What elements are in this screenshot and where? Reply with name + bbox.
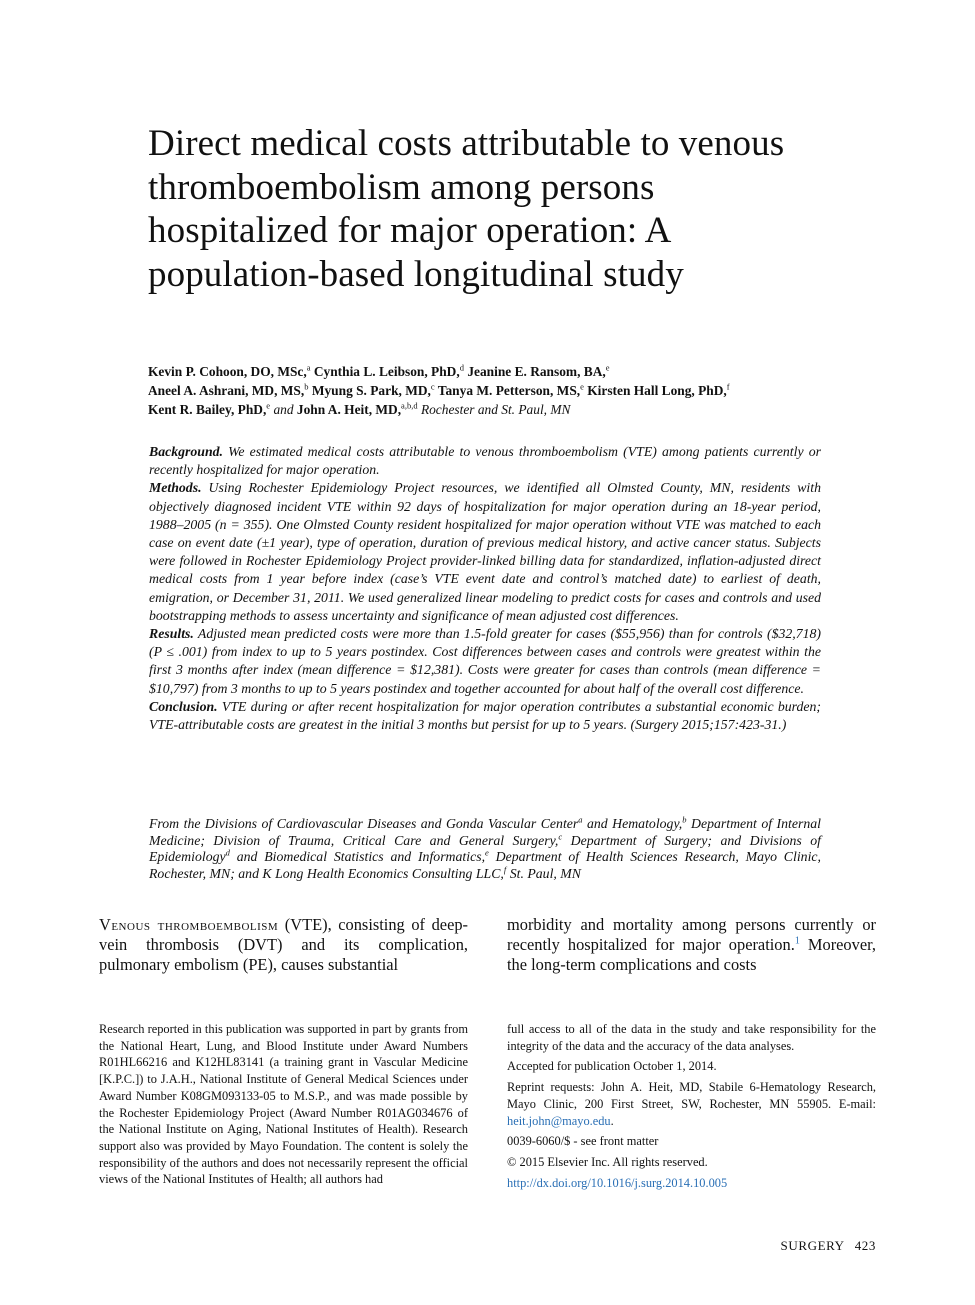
affiliation-mark: e: [485, 847, 489, 858]
author-affiliation-mark: e: [605, 362, 610, 373]
affiliation-text: and Hematology,: [582, 816, 683, 831]
author-name: John A. Heit, MD,: [296, 402, 402, 417]
abstract-methods-heading: Methods.: [149, 480, 202, 496]
funding-footnote: Research reported in this publication wa…: [99, 1022, 468, 1187]
data-access-note: full access to all of the data in the st…: [507, 1022, 876, 1053]
abstract-conclusion: Conclusion. VTE during or after recent h…: [149, 698, 821, 734]
author-conjunction: and: [273, 402, 294, 417]
body-text-left-column: Venous thromboembolism (VTE), consisting…: [99, 915, 468, 975]
abstract: Background. We estimated medical costs a…: [149, 443, 821, 734]
author-affiliation-mark: a: [306, 362, 311, 373]
abstract-results: Results. Adjusted mean predicted costs w…: [149, 625, 821, 698]
author-name: Kent R. Bailey, PhD,: [148, 402, 267, 417]
reprint-requests: Reprint requests: John A. Heit, MD, Stab…: [507, 1080, 876, 1128]
affiliations: From the Divisions of Cardiovascular Dis…: [149, 814, 821, 883]
abstract-methods-text: Using Rochester Epidemiology Project res…: [149, 480, 821, 623]
page-number: 423: [854, 1238, 876, 1253]
article-title: Direct medical costs attributable to ven…: [148, 123, 785, 295]
abstract-conclusion-heading: Conclusion.: [149, 698, 218, 714]
affiliation-text: From the Divisions of Cardiovascular Dis…: [149, 816, 579, 831]
doi-line: http://dx.doi.org/10.1016/j.surg.2014.10…: [507, 1175, 876, 1192]
affiliation-text: Department of Health Sciences Research, …: [149, 849, 821, 882]
author-affiliation-mark: e: [580, 381, 584, 392]
abstract-background-heading: Background.: [149, 444, 223, 459]
author-name: Cynthia L. Leibson, PhD,: [313, 364, 460, 379]
author-name: Myung S. Park, MD,: [311, 383, 431, 398]
author-affiliation-mark: e: [266, 400, 271, 411]
reference-link[interactable]: 1: [794, 935, 800, 947]
author-affiliation-mark: a,b,d: [401, 400, 418, 411]
abstract-results-heading: Results.: [149, 626, 194, 642]
body-paragraph: (VTE), consisting of deep-vein thrombosi…: [99, 915, 469, 974]
affiliation-text: Department of Surgery; and Divisions of …: [149, 832, 821, 865]
abstract-methods: Methods. Using Rochester Epidemiology Pr…: [149, 479, 821, 625]
body-text-right-column: morbidity and mortality among persons cu…: [507, 915, 876, 975]
journal-name: SURGERY: [780, 1238, 845, 1253]
affiliation-text: and Biomedical Statistics and Informatic…: [229, 849, 486, 865]
email-link[interactable]: heit.john@mayo.edu: [507, 1113, 611, 1128]
copyright-line: © 2015 Elsevier Inc. All rights reserved…: [507, 1154, 708, 1169]
abstract-conclusion-text: VTE during or after recent hospitalizati…: [149, 698, 822, 733]
abstract-results-text: Adjusted mean predicted costs were more …: [149, 626, 822, 696]
author-name: Jeanine E. Ransom, BA,: [467, 364, 606, 379]
abstract-background: Background. We estimated medical costs a…: [149, 443, 821, 479]
author-affiliation-mark: d: [459, 362, 464, 373]
abstract-background-text: We estimated medical costs attributable …: [149, 444, 821, 478]
accepted-date: Accepted for publication October 1, 2014…: [507, 1059, 717, 1074]
affiliation-mark: d: [225, 847, 230, 858]
author-affiliation-mark: c: [430, 381, 435, 392]
affiliation-text: St. Paul, MN: [506, 866, 581, 882]
running-footer: SURGERY 423: [700, 1238, 876, 1254]
body-lead-in: Venous thromboembolism: [99, 915, 279, 934]
author-name: Kevin P. Cohoon, DO, MSc,: [148, 364, 307, 379]
issn-line: 0039-6060/$ - see front matter: [507, 1134, 659, 1149]
affiliation-mark: b: [682, 814, 687, 825]
author-name: Tanya M. Petterson, MS,: [437, 383, 581, 398]
affiliation-text: Department of Internal Medicine; Divisio…: [149, 816, 821, 848]
author-name: Aneel A. Ashrani, MD, MS,: [148, 383, 305, 398]
reprint-text: Reprint requests: John A. Heit, MD, Stab…: [507, 1080, 876, 1111]
article-footnotes: full access to all of the data in the st…: [507, 1021, 876, 1195]
author-affiliation-mark: b: [304, 381, 309, 392]
affiliation-mark: c: [558, 831, 563, 842]
author-location: Rochester and St. Paul, MN: [420, 402, 571, 417]
doi-link[interactable]: http://dx.doi.org/10.1016/j.surg.2014.10…: [507, 1175, 728, 1190]
author-list: Kevin P. Cohoon, DO, MSc,a Cynthia L. Le…: [148, 362, 848, 419]
body-paragraph: Moreover, the long-term complications an…: [507, 935, 876, 974]
body-paragraph: morbidity and mortality among persons cu…: [507, 915, 876, 954]
affiliation-mark: f: [503, 864, 507, 875]
author-affiliation-mark: f: [726, 381, 730, 392]
author-name: Kirsten Hall Long, PhD,: [587, 383, 727, 398]
affiliation-mark: a: [578, 814, 583, 825]
